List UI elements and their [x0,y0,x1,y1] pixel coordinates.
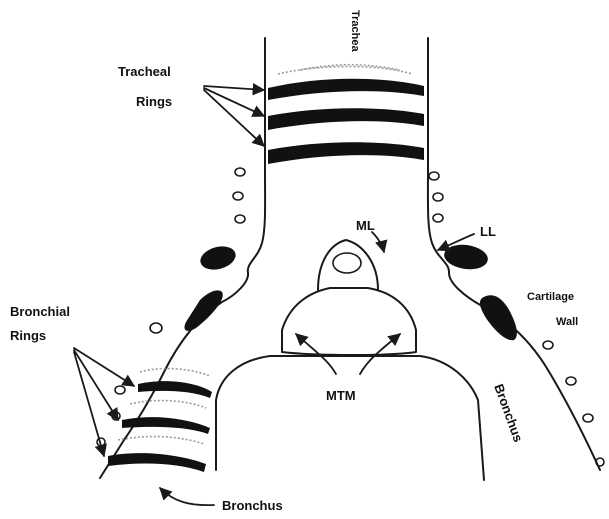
tracheal-ring-2 [268,108,424,130]
bronchial-rings-arrow-3 [74,352,104,456]
cartilage-oval-left-3 [235,215,245,223]
cartilage-oval-right-5 [566,377,576,385]
bronchial-rings-label-line2: Rings [10,328,46,343]
mtm-upper [282,288,416,355]
mtm-lower-wall [216,356,484,480]
bronchial-rings-arrow-2 [74,350,118,420]
cartilage-wall-label-line1: Cartilage [527,291,574,303]
tracheal-ring-3 [268,142,424,164]
trachea-label: Trachea [349,10,361,52]
tracheal-rings-arrow-3 [204,90,264,146]
cartilage-oval-left-4 [150,323,162,333]
cartilage-oval-right-3 [433,214,443,222]
bronchus-label-right: Bronchus [491,382,526,444]
cartilage-oval-left-1 [235,168,245,176]
cartilage-blob-right-lower [480,295,517,340]
cartilage-blob-left [198,243,238,274]
bronchial-ring-2 [122,417,210,434]
tracheal-ring-1 [268,79,424,100]
tracheal-rings-label-line2: Rings [136,94,172,109]
bronchial-rings-label-line1: Bronchial [10,304,70,319]
cartilage-oval-right-1 [429,172,439,180]
tracheal-rings-label-line1: Tracheal [118,64,171,79]
tracheal-rings-arrow-2 [204,88,264,116]
cartilage-oval-right-6 [583,414,593,422]
bronchial-ring-faint-2 [130,401,206,408]
bronchial-ring-faint-1 [140,369,210,376]
ll-label: LL [480,224,496,239]
bronchus-label-bottom: Bronchus [222,498,283,513]
cartilage-blob-left-lower [184,290,222,330]
tracheal-ring-faint [278,65,412,74]
cartilage-oval-left-2 [233,192,243,200]
carina-dome [318,240,378,290]
cartilage-oval-right-4 [543,341,553,349]
ml-oval [333,253,361,273]
bronchus-arrow-bottom [160,488,214,505]
mtm-label: MTM [326,388,356,403]
cartilage-wall-label-line2: Wall [556,316,578,328]
cartilage-blob-right-ll [443,242,490,272]
bronchial-ring-faint-3 [118,437,204,444]
cartilage-oval-right-2 [433,193,443,201]
ml-arrow [372,232,384,252]
cartilage-oval-left-5 [115,386,125,394]
bronchial-ring-1 [138,381,212,398]
bronchial-ring-3 [108,453,206,472]
ml-label: ML [356,218,375,233]
tracheal-rings-arrow-1 [204,86,264,90]
